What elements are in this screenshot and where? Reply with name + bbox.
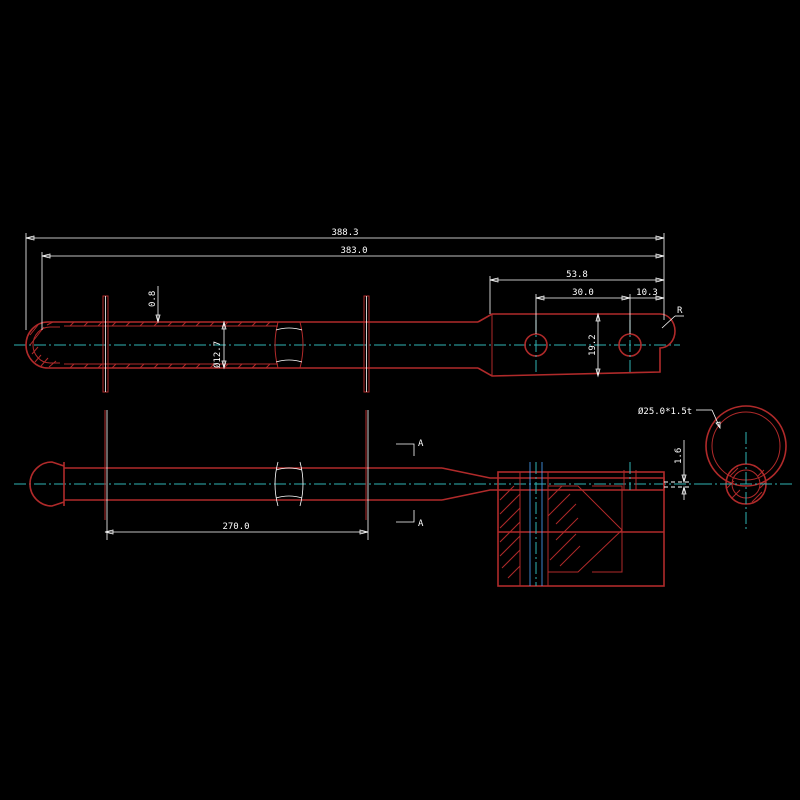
fork-hatch bbox=[499, 485, 581, 579]
front-view-dimensions: A A 270.0 1.6 bbox=[104, 439, 687, 535]
section-marker-bottom bbox=[396, 510, 415, 523]
dim-rod-diameter: Ø12.7 bbox=[212, 341, 223, 368]
fork-body-outline bbox=[497, 471, 665, 587]
dim-fork-width: 19.2 bbox=[588, 334, 598, 356]
dim-hole-spacing: 30.0 bbox=[572, 288, 594, 298]
dim-fork-length: 53.8 bbox=[566, 270, 588, 280]
ball-end bbox=[29, 461, 65, 507]
dim-tube-spec: Ø25.0*1.5t bbox=[638, 406, 692, 417]
front-view bbox=[14, 410, 700, 587]
break-curve-top bbox=[275, 327, 303, 331]
dim-section-length: 270.0 bbox=[222, 522, 249, 532]
tube-outer-circle bbox=[705, 405, 787, 487]
front-break-left bbox=[274, 461, 279, 507]
left-end-cap-inner bbox=[32, 326, 60, 364]
top-view bbox=[14, 295, 680, 393]
top-view-dimensions: 388.3 383.0 53.8 30.0 10.3 R 0.8 Ø12.7 bbox=[25, 228, 684, 378]
fork-end bbox=[477, 313, 676, 377]
dim-body-length: 383.0 bbox=[340, 246, 367, 256]
break-mark-right bbox=[299, 321, 304, 369]
break-mark-left bbox=[274, 321, 279, 369]
break-curve-bottom bbox=[275, 359, 303, 363]
fork-plate bbox=[519, 471, 549, 587]
dim-slot-gap: 1.6 bbox=[674, 448, 684, 464]
section-label-bottom: A bbox=[418, 519, 424, 529]
tube-wall-hatch bbox=[69, 321, 271, 369]
dim-hole-to-end: 10.3 bbox=[636, 288, 658, 298]
section-label-top: A bbox=[418, 439, 424, 449]
fork-cavity-inner bbox=[592, 485, 623, 573]
left-end-cap bbox=[25, 321, 64, 369]
dim-overall-length: 388.3 bbox=[331, 228, 358, 238]
dim-radius: R bbox=[677, 306, 683, 316]
dim-wall-thickness: 0.8 bbox=[148, 291, 158, 307]
front-break-right bbox=[299, 461, 304, 507]
section-marker-top bbox=[396, 443, 415, 456]
section-view: Ø25.0*1.5t bbox=[638, 405, 795, 530]
